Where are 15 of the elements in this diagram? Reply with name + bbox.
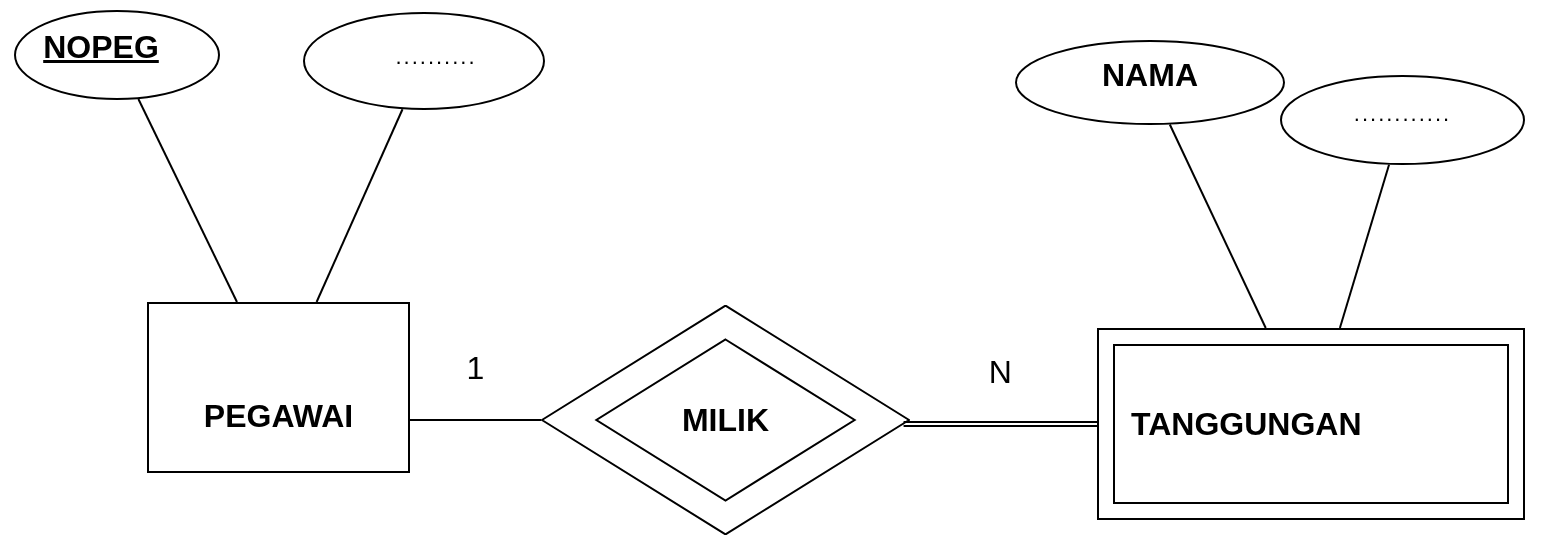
- connector-line: [409, 419, 542, 421]
- connector-line: [315, 108, 404, 303]
- entity-name: TANGGUNGAN: [1131, 408, 1362, 440]
- entity-name: MILIK: [681, 404, 770, 436]
- connector-line: [1168, 123, 1267, 329]
- connector-line: [137, 98, 238, 303]
- double-line: [902, 421, 1098, 427]
- entity-name: PEGAWAI: [203, 399, 354, 432]
- weak-entity-box: [1097, 328, 1525, 520]
- attribute-name: ............: [1353, 103, 1452, 125]
- attribute-name: ..........: [395, 46, 477, 68]
- entity-box: [147, 302, 410, 473]
- attribute-name: NAMA: [1102, 58, 1198, 91]
- attribute-name: NOPEG: [43, 31, 159, 63]
- connector-line: [1338, 163, 1391, 329]
